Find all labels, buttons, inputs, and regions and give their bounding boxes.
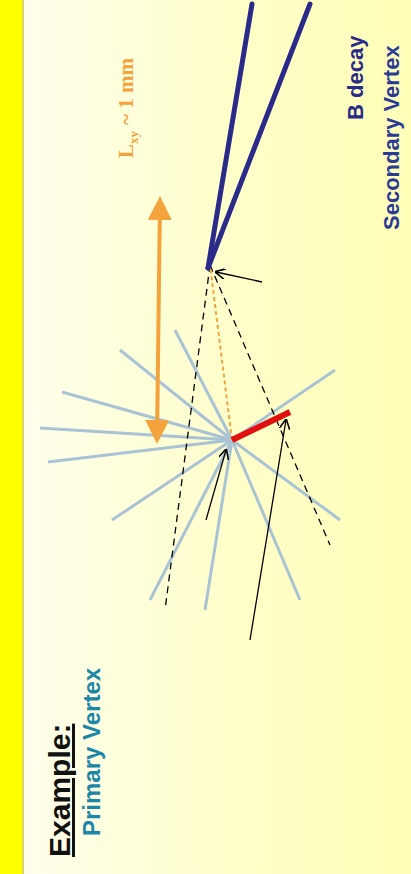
b-decay-tracks: [208, 4, 310, 268]
dimension-label: xy: [126, 131, 141, 144]
primary-tracks: [40, 330, 340, 610]
dimension-label: ~ 1 mm: [114, 58, 138, 125]
vertex-label: Primary Vertex: [78, 668, 105, 836]
decay-label-group: B decay: [343, 36, 369, 120]
primary-pointer: [206, 450, 226, 520]
vertex-label-group: Secondary Vertex: [379, 46, 405, 231]
extrapolated-tracks: [165, 265, 330, 610]
lxy-arrow: [157, 200, 160, 440]
lepton-track: [232, 412, 290, 440]
secondary-pointer: [216, 272, 262, 282]
side-band: [0, 0, 22, 874]
side-band-edge: [22, 0, 24, 874]
example-heading-group: Example:: [43, 723, 77, 856]
vertex-label-group: Primary Vertex: [78, 668, 106, 836]
vertex-label: Secondary Vertex: [379, 46, 404, 231]
flight-path: [210, 265, 232, 440]
lepton-pointer: [250, 420, 286, 640]
example-heading: Example:: [43, 723, 76, 856]
decay-label: B decay: [343, 36, 368, 120]
dimension-label: L: [114, 144, 138, 158]
dimension-label-group: Lxy ~ 1 mm: [114, 58, 142, 158]
